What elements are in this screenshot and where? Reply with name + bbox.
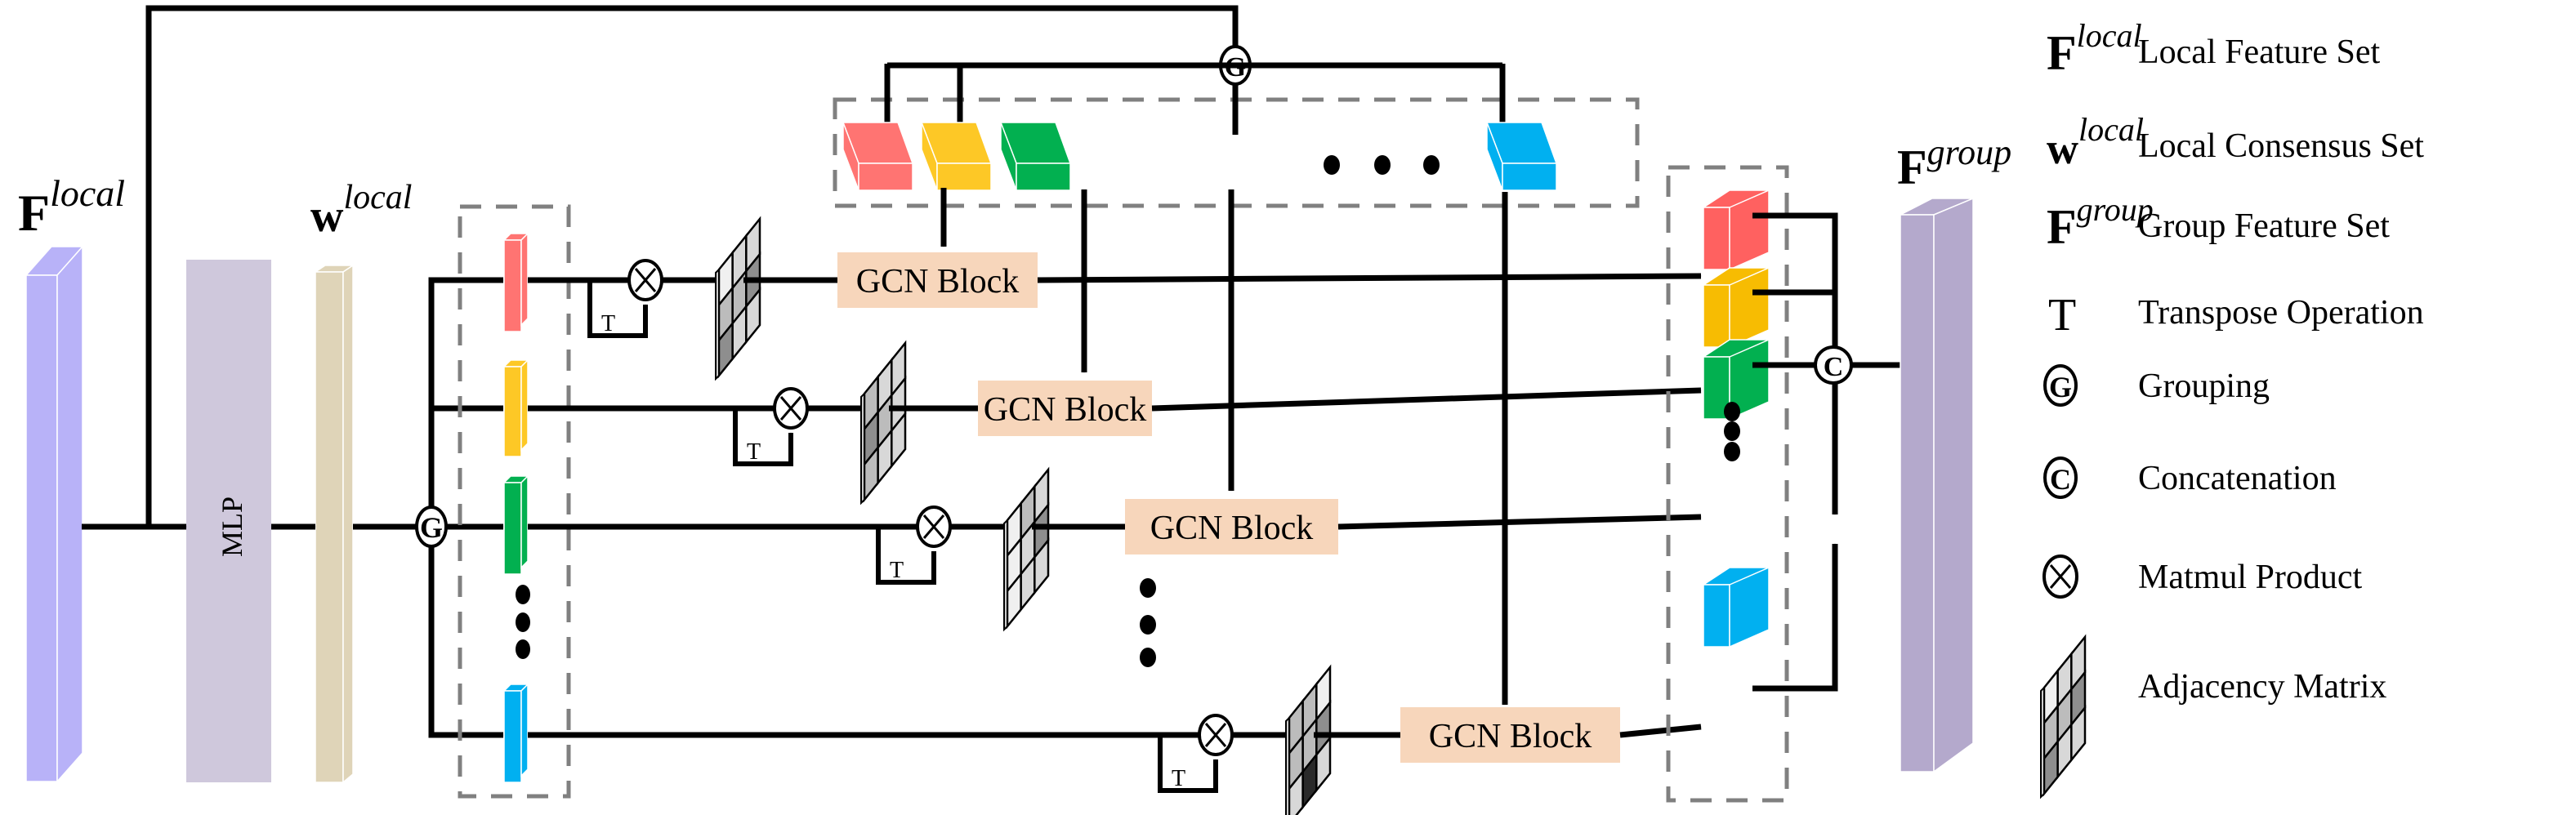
gcn-row-1: T GCN Block [528,216,1038,381]
svg-text:GCN Block: GCN Block [856,263,1020,301]
mlp-label: MLP [216,497,248,557]
adjacency-matrix [1285,664,1332,815]
legend-label: Local Feature Set [2138,33,2381,71]
local-group-bar-yellow [502,359,529,457]
local-group-bar-blue [502,683,529,783]
local-group-bar-red [502,232,529,332]
concat-node: C [1814,345,1853,385]
legend-label: Grouping [2138,367,2270,405]
svg-text:GCN Block: GCN Block [1150,510,1314,547]
group-output-box [1666,165,1789,803]
transpose-symbol: T [2048,290,2076,341]
matmul-node [773,387,809,430]
legend-label: Matmul Product [2138,559,2362,596]
concat-icon: C [2043,456,2078,499]
legend-item: C Concatenation [2043,456,2337,499]
grouping-node-left: G [415,505,448,548]
gcn-block: GCN Block [978,381,1152,436]
adjacency-matrix [860,340,907,505]
arrow-gcn-to-output-4 [1619,724,1702,738]
legend-label: Group Feature Set [2138,207,2390,245]
legend-label: Transpose Operation [2138,294,2424,332]
group-output-yellow [1701,266,1771,349]
svg-text:G: G [2049,371,2072,403]
f-group-label: Fgroup [1897,132,2011,194]
matmul-node [916,505,952,548]
grouped-w-blue [1485,122,1558,191]
transpose-label: T [1172,766,1185,791]
grouped-w-yellow [920,122,993,191]
gcn-row-3: T GCN Block [528,466,1338,632]
grouped-w-red [842,122,914,191]
gcn-block: GCN Block [1400,707,1620,763]
f-local-block [25,245,84,783]
transpose-label: T [890,558,904,583]
gcn-row-4: T GCN Block [528,664,1620,815]
group-output-red [1701,189,1771,271]
f-local-label: Flocal [18,172,125,242]
local-group-bar-green [502,474,529,575]
transpose-loop [733,408,793,466]
matmul-icon [2042,554,2078,599]
adjacency-matrix [715,216,761,381]
gcn-block: GCN Block [1125,499,1338,554]
local-groups-box [458,204,571,799]
arrow-gcn-to-output-3 [1337,514,1702,530]
gcn-block: GCN Block [837,252,1038,308]
legend-symbol: wlocal [2047,111,2144,173]
row-ellipsis [1140,578,1156,667]
transpose-loop [587,280,648,338]
gcn-row-2: T GCN Block [528,340,1152,505]
legend-label: Local Consensus Set [2138,127,2424,165]
svg-text:C: C [2050,463,2071,496]
legend-symbol: Flocal [2047,17,2142,80]
grouping-icon: G [2043,364,2078,407]
transpose-label: T [747,439,761,465]
mlp-block [186,260,271,782]
svg-text:GCN Block: GCN Block [984,391,1147,429]
legend-symbol: Fgroup [2047,191,2154,254]
matmul-node [1198,714,1234,756]
legend-item: Matmul Product [2042,554,2362,599]
transpose-loop [876,527,936,585]
svg-text:G: G [420,511,443,544]
svg-text:GCN Block: GCN Block [1429,718,1592,755]
transpose-loop [1158,735,1218,793]
transpose-label: T [601,311,615,336]
group-ellipsis [1324,155,1440,175]
w-local-block [313,264,355,784]
w-local-label: wlocal [310,179,412,242]
bypass-line [145,5,1239,527]
output-ellipsis [1724,402,1740,461]
concat-collect-bottom [1752,572,1838,692]
group-output-blue [1701,566,1771,648]
adjacency-matrix-icon [2040,634,2087,799]
branch-trunk-lower [428,546,458,738]
branch-ellipsis [516,585,530,659]
svg-text:C: C [1824,352,1844,382]
legend-item: Adjacency Matrix [2040,634,2386,799]
legend-item: G Grouping [2043,364,2270,407]
arrow-gcn-to-output-1 [1037,273,1702,283]
legend-label: Concatenation [2138,460,2337,497]
legend-label: Adjacency Matrix [2138,668,2386,706]
grouped-w-green [999,122,1072,191]
adjacency-matrix [1003,466,1050,632]
branch-trunk [428,277,474,507]
concat-collect-top [1752,212,1838,343]
legend-item: T Transpose Operation [2048,290,2424,341]
arrow-gcn-to-output-2 [1151,387,1702,412]
matmul-node [627,259,663,301]
f-group-block [1900,197,1974,773]
